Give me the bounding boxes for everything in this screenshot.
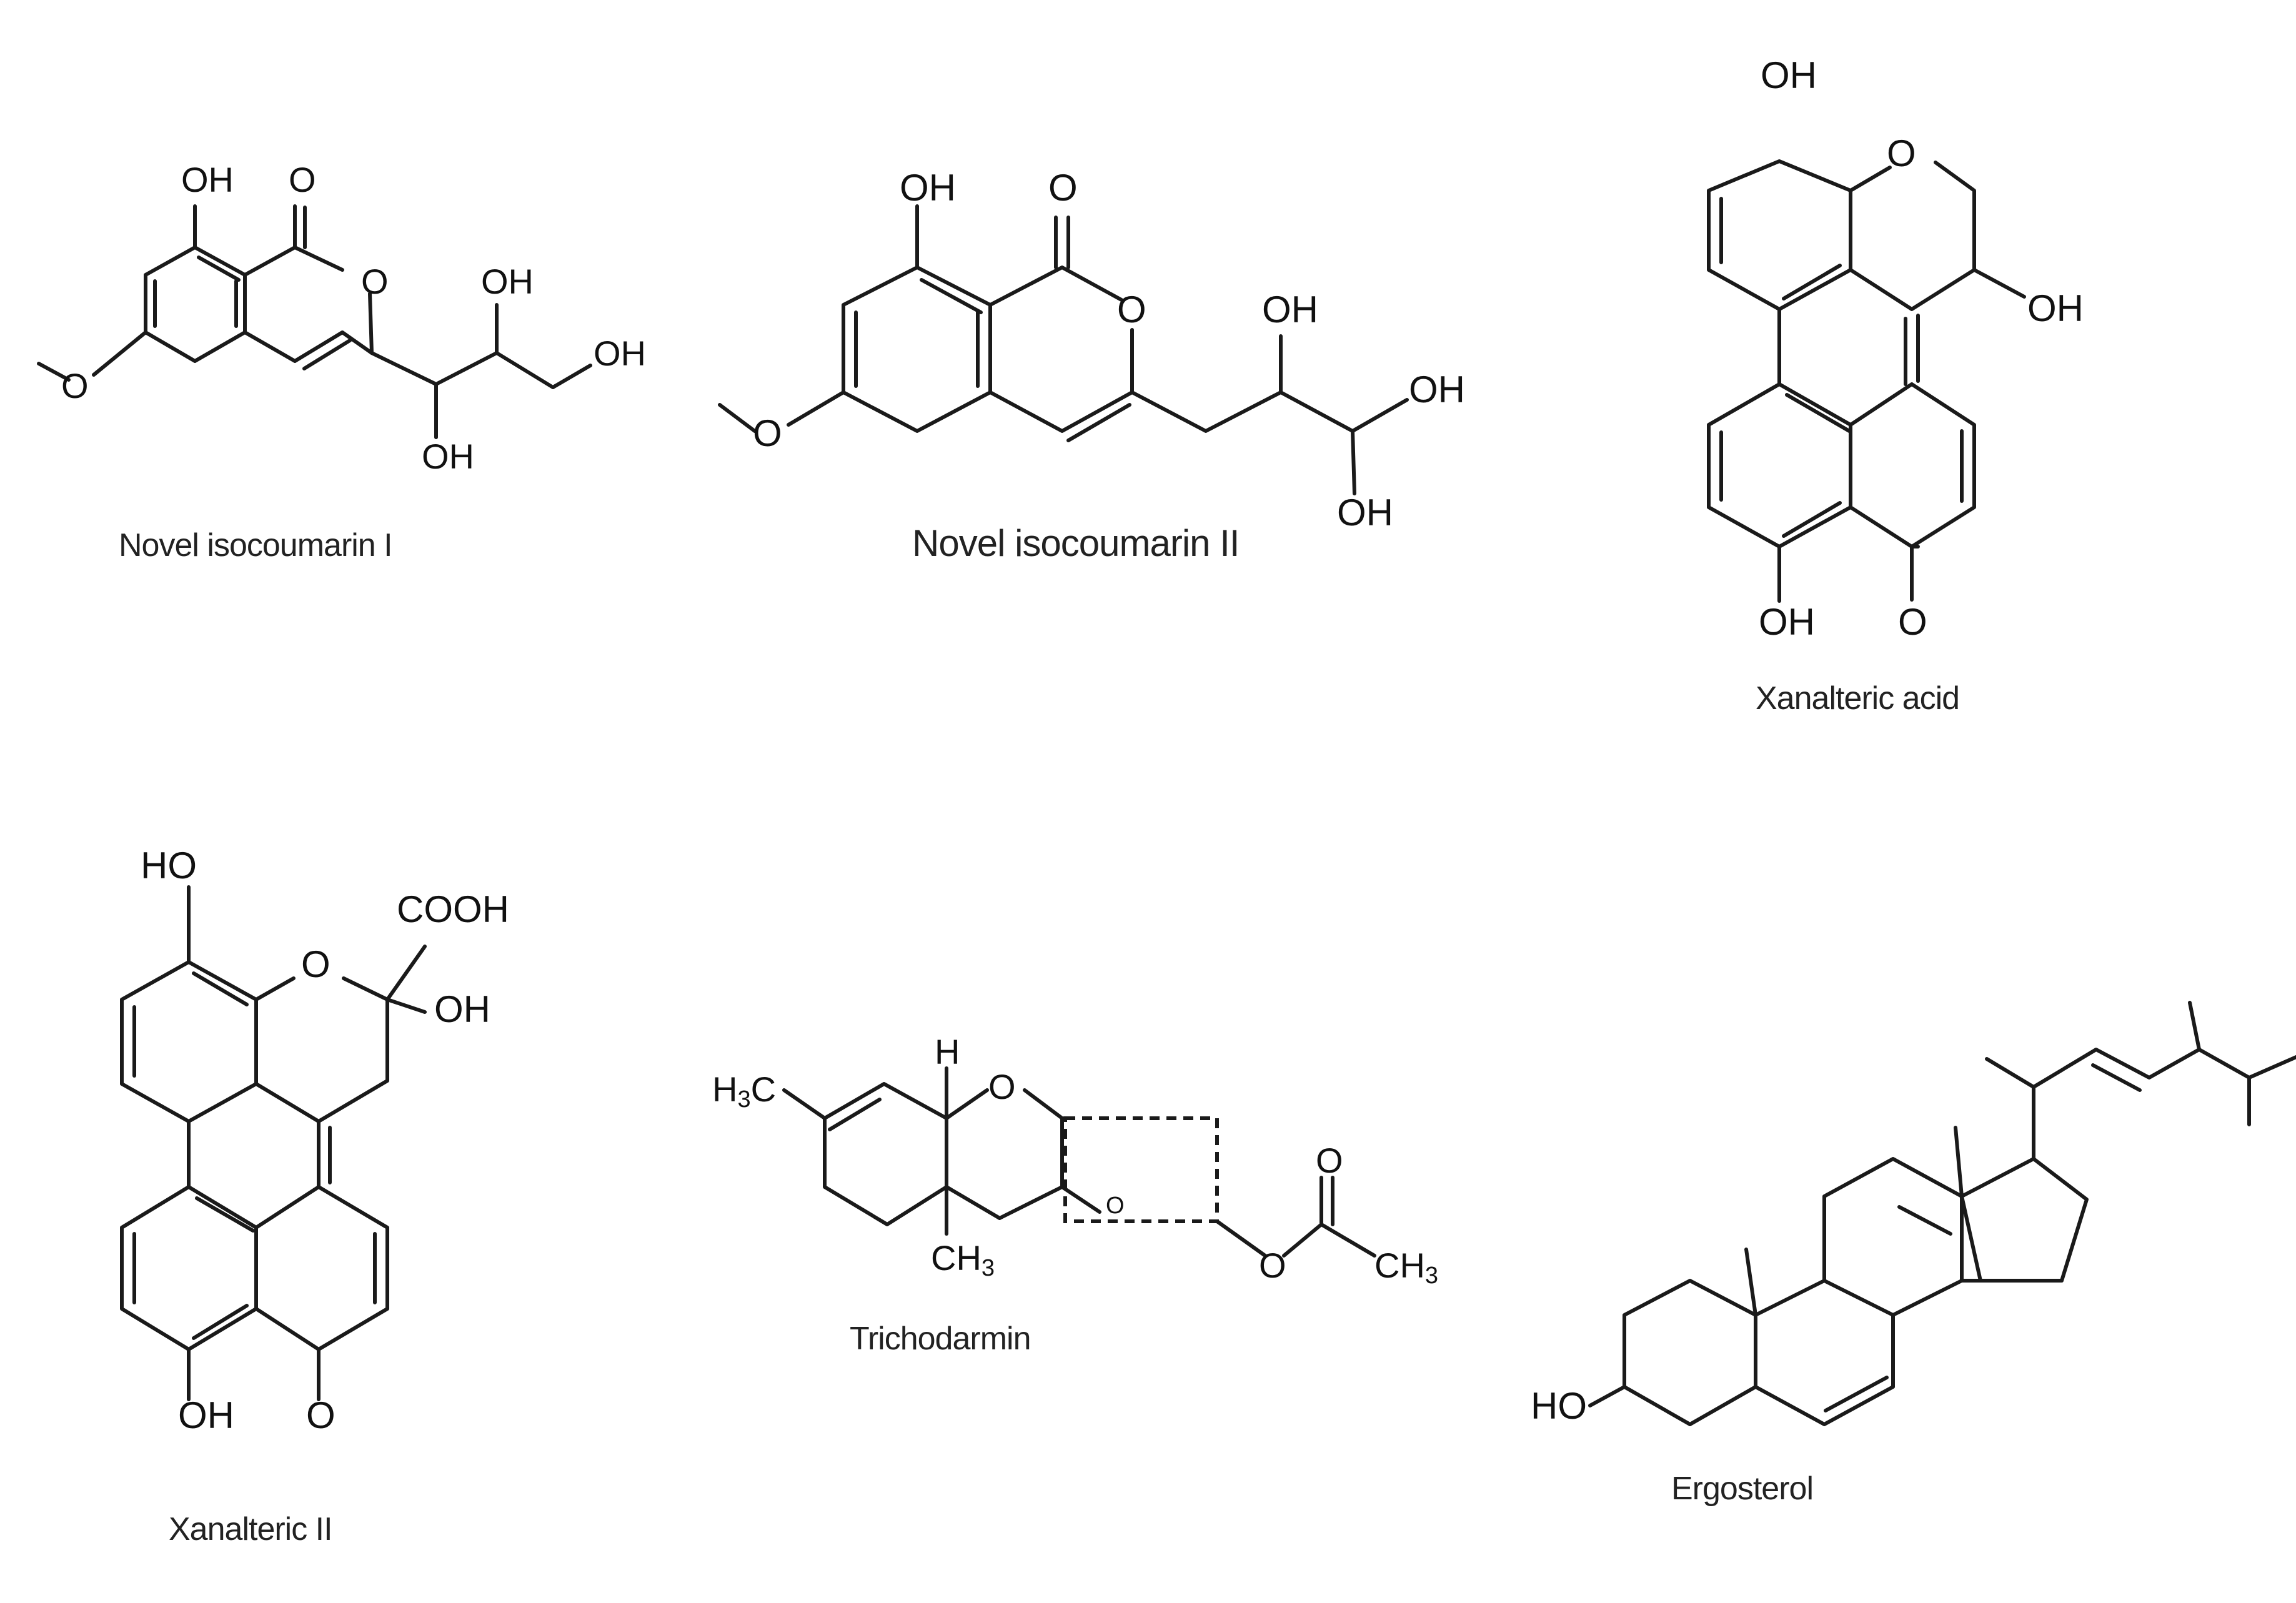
caption-ergosterol: Ergosterol	[1671, 1471, 1813, 1507]
oh-label: OH	[1761, 54, 1817, 96]
oh-label: OH	[900, 167, 956, 209]
oh-label: OH	[422, 437, 474, 476]
caption-novel-isocoumarin-1: Novel isocoumarin I	[119, 527, 392, 563]
epoxide-highlight-box	[1063, 1116, 1219, 1223]
oh-label: OH	[1262, 289, 1318, 330]
compound-novel-isocoumarin-2: OH O O O OH OH OH Novel isocoumarin II	[718, 167, 1465, 564]
ch3-label: CH3	[931, 1238, 995, 1281]
o-label: O	[306, 1394, 335, 1436]
o-label: O	[361, 262, 389, 301]
o-label: O	[1106, 1193, 1125, 1219]
caption-xanalteric-acid: Xanalteric acid	[1756, 680, 1959, 717]
h-label: H	[935, 1032, 960, 1071]
ch3-label: CH3	[1374, 1246, 1438, 1289]
ho-label: HO	[141, 845, 197, 886]
o-label: O	[61, 366, 89, 405]
oh-label: OH	[594, 334, 646, 373]
o-label: O	[1316, 1141, 1343, 1180]
oh-label: OH	[434, 988, 490, 1030]
o-label: O	[753, 412, 782, 454]
oh-label: OH	[2027, 287, 2084, 329]
oh-label: OH	[1337, 492, 1393, 534]
compound-xanalteric-acid: OH O OH OH O Xanalteric acid	[1707, 54, 2084, 717]
o-label: O	[1887, 132, 1916, 174]
cooh-label: COOH	[397, 888, 509, 930]
o-label: O	[988, 1067, 1016, 1106]
ho-label: HO	[1531, 1385, 1587, 1427]
ch3-label: H3C	[712, 1069, 776, 1113]
compound-novel-isocoumarin-1: OH O O O OH OH OH Novel isocoumarin I	[37, 160, 646, 563]
o-label: O	[1259, 1246, 1286, 1285]
caption-novel-isocoumarin-2: Novel isocoumarin II	[912, 522, 1240, 564]
caption-xanalteric-2: Xanalteric II	[169, 1511, 332, 1547]
compound-trichodarmin: H3C H O O CH3 O O CH3 Trichodarmin	[712, 1032, 1438, 1357]
o-label: O	[1898, 601, 1927, 643]
caption-trichodarmin: Trichodarmin	[850, 1321, 1031, 1357]
compound-xanalteric-2: HO COOH O OH OH O Xanalteric II	[120, 845, 509, 1547]
oh-label: OH	[178, 1394, 234, 1436]
oh-label: OH	[1759, 601, 1815, 643]
oh-label: OH	[481, 262, 534, 301]
o-label: O	[1048, 167, 1078, 209]
o-label: O	[289, 160, 316, 199]
o-label: O	[301, 943, 330, 985]
o-label: O	[1117, 289, 1146, 330]
oh-label: OH	[1409, 369, 1465, 410]
compound-ergosterol: HO Ergosterol	[1531, 1001, 2296, 1507]
oh-label: OH	[181, 160, 234, 199]
